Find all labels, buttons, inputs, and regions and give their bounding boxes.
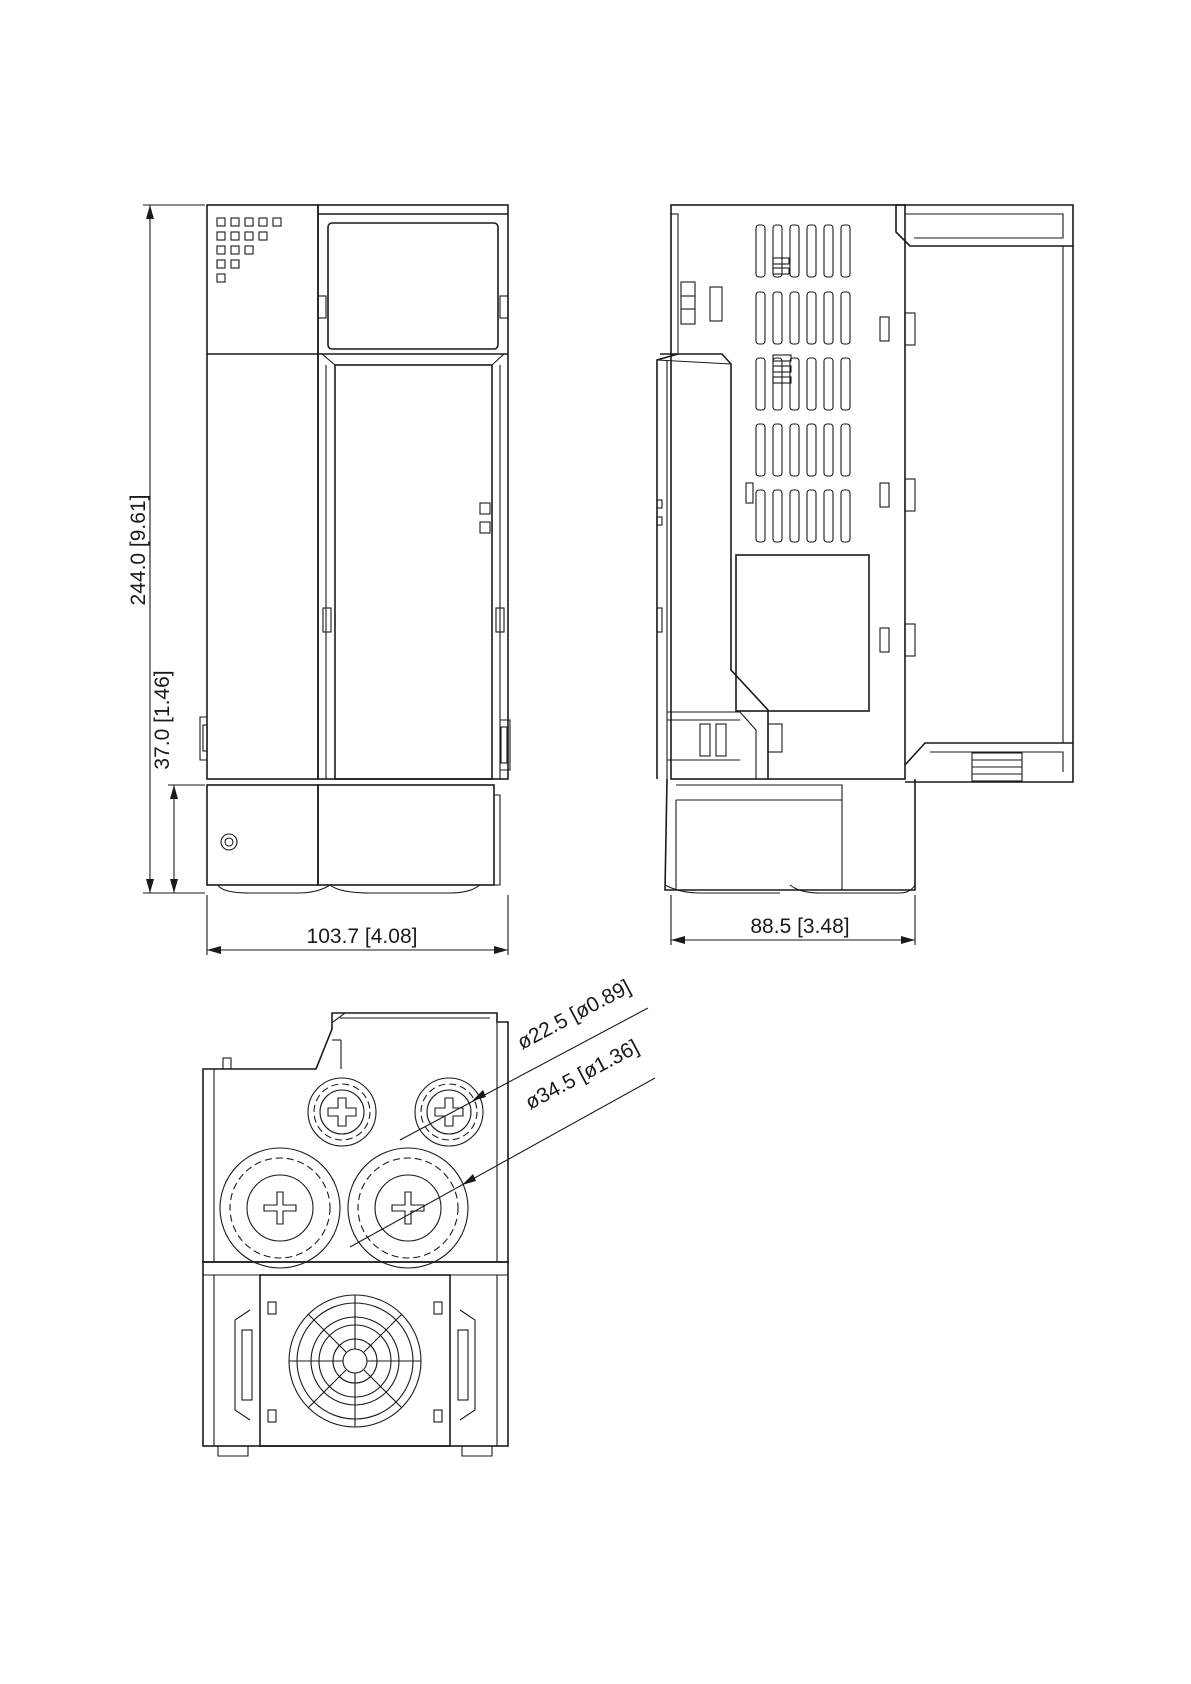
fan-grille-icon xyxy=(289,1295,421,1427)
hole-large-label: ø34.5 [ø1.36] xyxy=(522,1035,643,1114)
depth-side-label: 88.5 [3.48] xyxy=(750,915,849,938)
front-view xyxy=(200,205,510,893)
width-front-label: 103.7 [4.08] xyxy=(307,925,418,948)
vent-slots xyxy=(756,225,850,542)
side-view xyxy=(657,205,1073,893)
height-bottom-label: 37.0 [1.46] xyxy=(151,670,174,769)
bottom-view xyxy=(203,1013,508,1456)
height-total-label: 244.0 [9.61] xyxy=(127,495,150,606)
logo-dots-icon xyxy=(217,218,281,282)
